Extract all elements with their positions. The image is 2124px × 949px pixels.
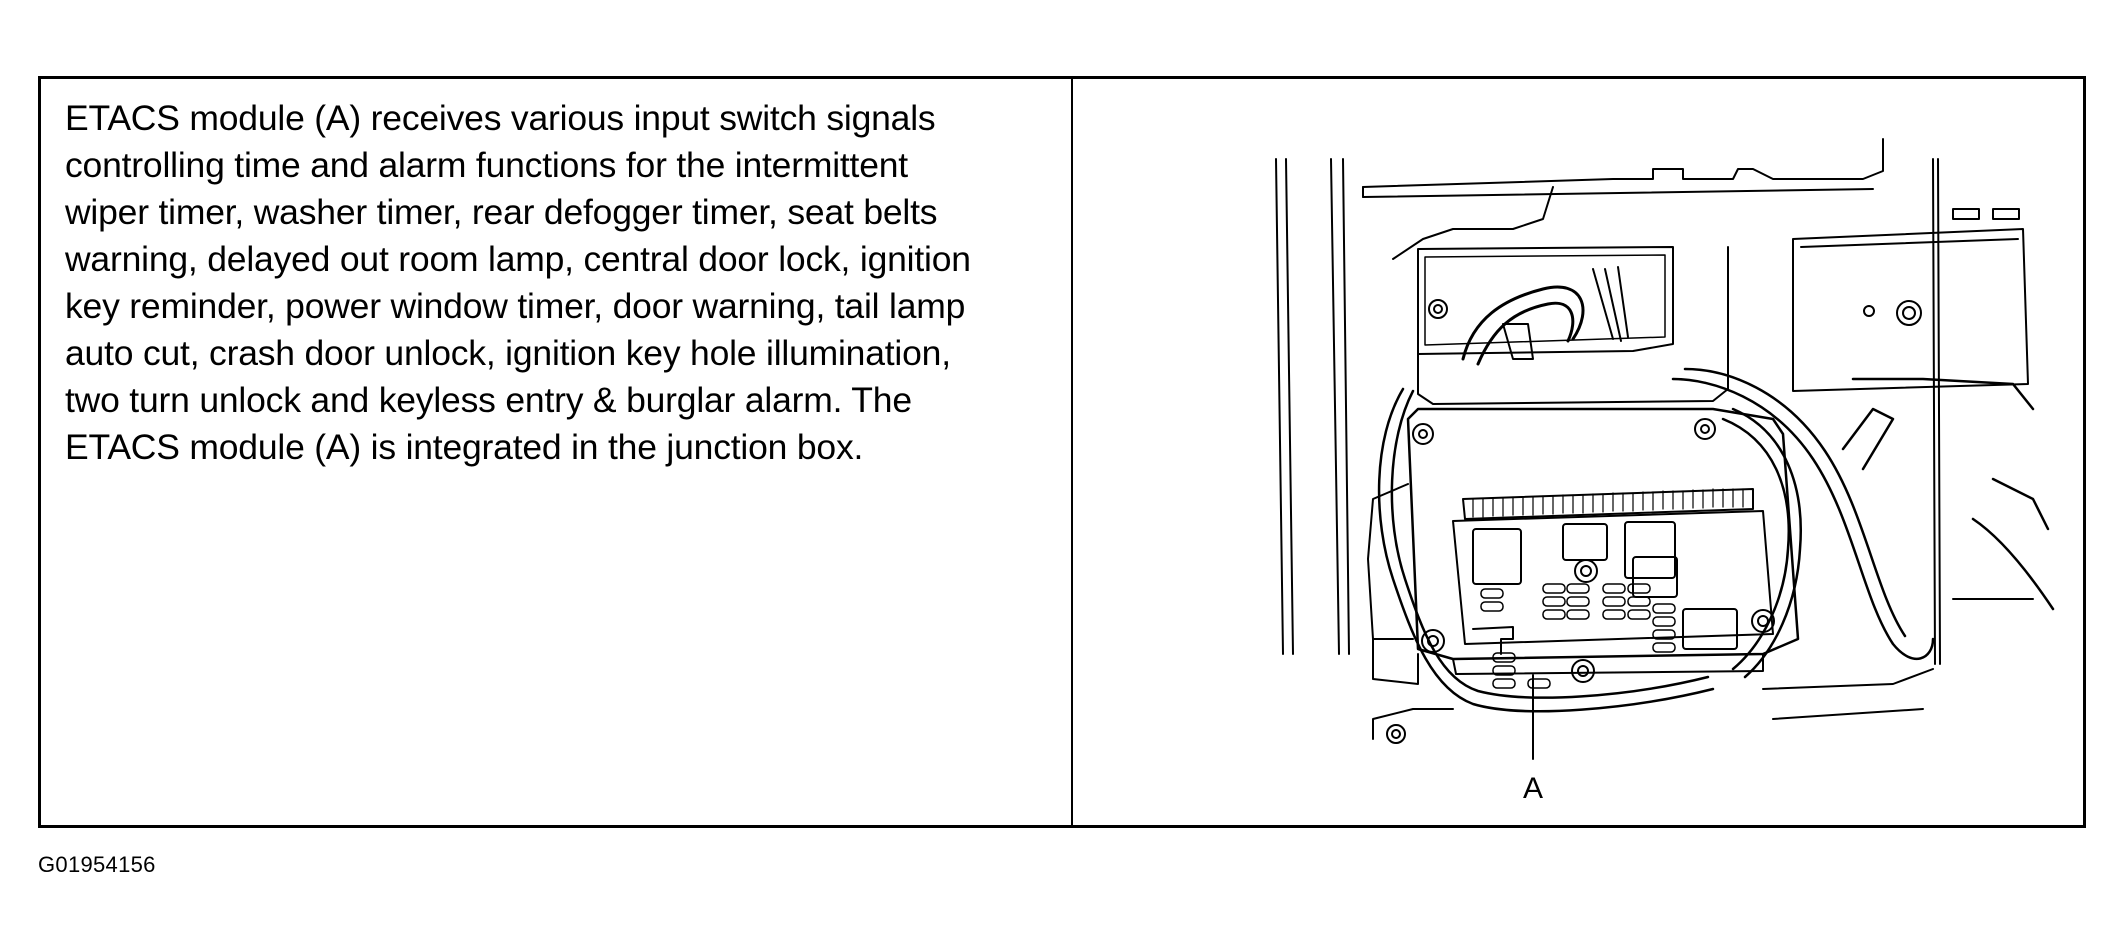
description-line: key reminder, power window timer, door w… xyxy=(65,286,966,326)
description-text: ETACS module (A) receives various input … xyxy=(65,95,1047,471)
upper-housing xyxy=(1417,246,1729,405)
description-line: ETACS module (A) receives various input … xyxy=(65,98,936,138)
right-bracket xyxy=(1792,208,2029,392)
figure-code: G01954156 xyxy=(38,852,156,877)
description-line: controlling time and alarm functions for… xyxy=(65,145,908,185)
panel-edges xyxy=(1275,158,1350,655)
description-line: two turn unlock and keyless entry & burg… xyxy=(65,380,912,420)
content-table: ETACS module (A) receives various input … xyxy=(38,76,2086,828)
junction-box-body xyxy=(1367,407,1800,744)
junction-box-illustration: A xyxy=(1275,138,2055,805)
figure-cell: A xyxy=(1073,79,2083,825)
description-line: ETACS module (A) is integrated in the ju… xyxy=(65,427,864,467)
description-line: warning, delayed out room lamp, central … xyxy=(65,239,971,279)
upper-frame xyxy=(1362,138,1941,665)
description-line: auto cut, crash door unlock, ignition ke… xyxy=(65,333,951,373)
lower-frame xyxy=(1372,598,2034,740)
callout-label-a: A xyxy=(1523,772,1543,805)
wiring-harness xyxy=(1377,367,2055,713)
description-cell: ETACS module (A) receives various input … xyxy=(41,79,1073,825)
description-line: wiper timer, washer timer, rear defogger… xyxy=(65,192,938,232)
